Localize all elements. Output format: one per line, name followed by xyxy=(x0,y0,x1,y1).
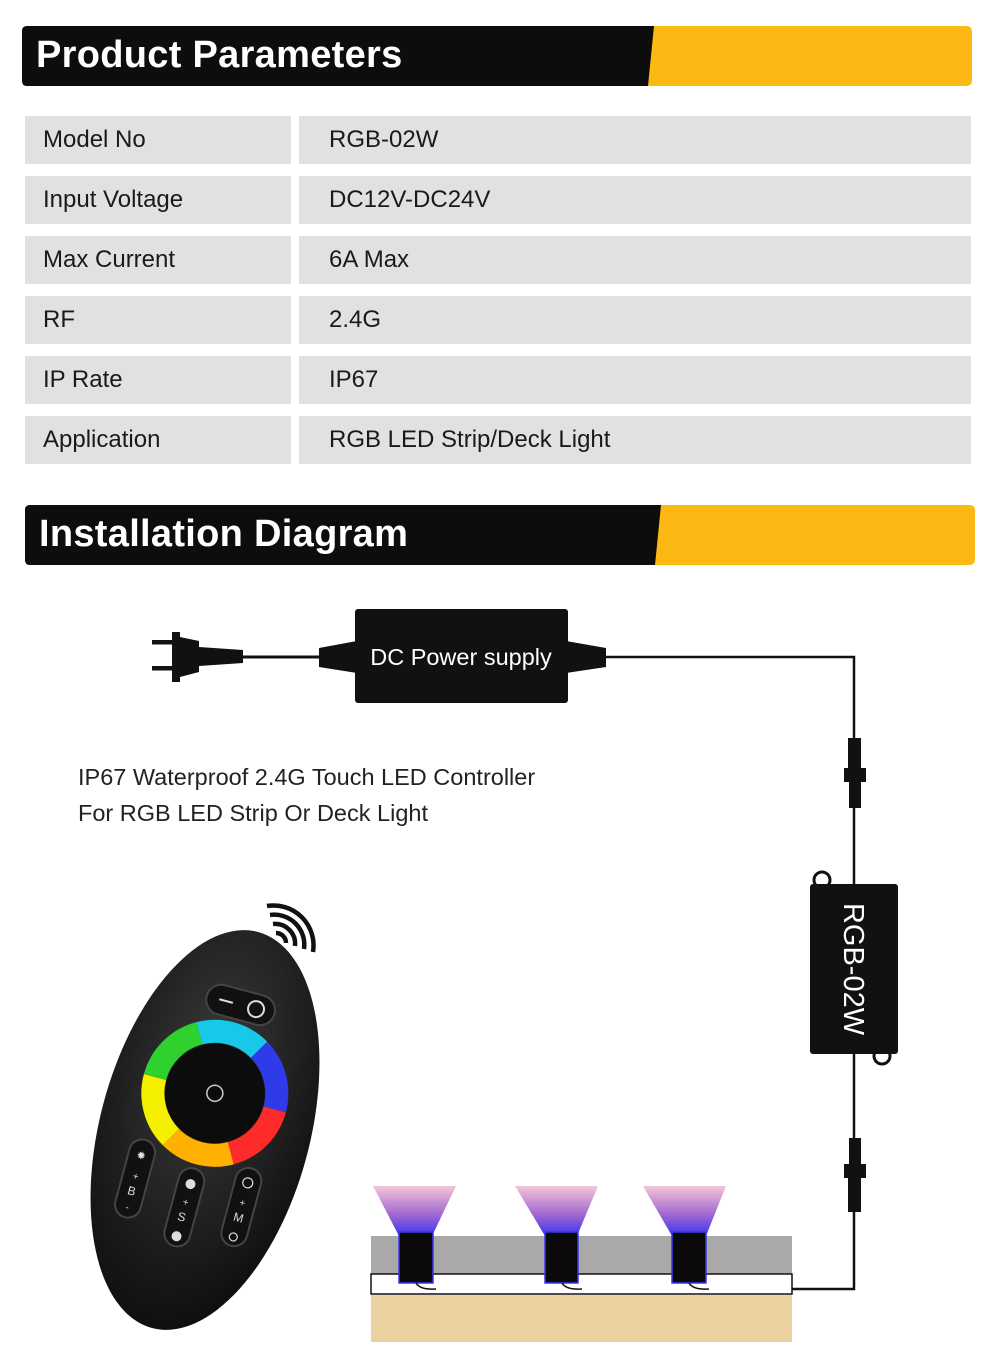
power-switch xyxy=(205,983,276,1027)
banner-background xyxy=(25,505,975,565)
table-row: Application RGB LED Strip/Deck Light xyxy=(25,416,971,464)
parameters-title: Product Parameters xyxy=(36,34,403,76)
diagram-banner: Installation Diagram xyxy=(25,505,975,565)
wire xyxy=(604,655,856,740)
key-label: M xyxy=(232,1210,245,1226)
description-line-1: IP67 Waterproof 2.4G Touch LED Controlle… xyxy=(78,764,536,790)
svg-text:+: + xyxy=(238,1198,247,1210)
param-value: 6A Max xyxy=(299,236,971,284)
table-row: Input Voltage DC12V-DC24V xyxy=(25,176,971,224)
wire xyxy=(792,1212,856,1291)
wire-connector xyxy=(844,1138,866,1212)
table-row: Model No RGB-02W xyxy=(25,116,971,164)
color-wheel xyxy=(141,1019,289,1167)
remote-control: ✹ + B - + S + M xyxy=(90,930,320,1330)
installation-diagram: DC Power supply RGB-02W xyxy=(90,609,898,1342)
deck-light-icon xyxy=(515,1186,598,1290)
param-label: Input Voltage xyxy=(25,176,291,224)
svg-text:+: + xyxy=(131,1171,140,1183)
speed-key: + S xyxy=(163,1167,206,1248)
key-label: S xyxy=(176,1209,187,1225)
key-label: B xyxy=(126,1183,137,1199)
controller-box: RGB-02W xyxy=(810,870,898,1066)
param-label: Application xyxy=(25,416,291,464)
param-value: IP67 xyxy=(299,356,971,404)
param-value: RGB-02W xyxy=(299,116,971,164)
svg-text:✹: ✹ xyxy=(135,1149,147,1163)
power-supply: DC Power supply xyxy=(355,609,606,703)
table-row: RF 2.4G xyxy=(25,296,971,344)
table-row: IP Rate IP67 xyxy=(25,356,971,404)
wire-connector xyxy=(319,641,357,673)
deck-light-icon xyxy=(373,1186,456,1290)
svg-text:+: + xyxy=(181,1197,190,1209)
power-plug-icon xyxy=(152,632,243,682)
table-row: Max Current 6A Max xyxy=(25,236,971,284)
param-label: Max Current xyxy=(25,236,291,284)
brightness-key: ✹ + B - xyxy=(114,1138,157,1219)
param-label: Model No xyxy=(25,116,291,164)
mode-key: + M xyxy=(220,1166,263,1248)
param-value: 2.4G xyxy=(299,296,971,344)
controller-label: RGB-02W xyxy=(837,903,869,1036)
wire-connector xyxy=(844,738,866,808)
description-line-2: For RGB LED Strip Or Deck Light xyxy=(78,800,428,826)
wireless-signal-icon xyxy=(266,903,316,953)
param-value: RGB LED Strip/Deck Light xyxy=(299,416,971,464)
banner-background xyxy=(22,26,972,86)
deck-light-icon xyxy=(643,1186,726,1290)
diagram-title: Installation Diagram xyxy=(39,513,409,555)
param-label: IP Rate xyxy=(25,356,291,404)
svg-text:-: - xyxy=(124,1202,130,1213)
power-supply-label: DC Power supply xyxy=(370,644,552,670)
parameters-banner: Product Parameters xyxy=(22,26,972,86)
param-value: DC12V-DC24V xyxy=(299,176,971,224)
parameters-table: Model No RGB-02W Input Voltage DC12V-DC2… xyxy=(25,116,971,476)
param-label: RF xyxy=(25,296,291,344)
